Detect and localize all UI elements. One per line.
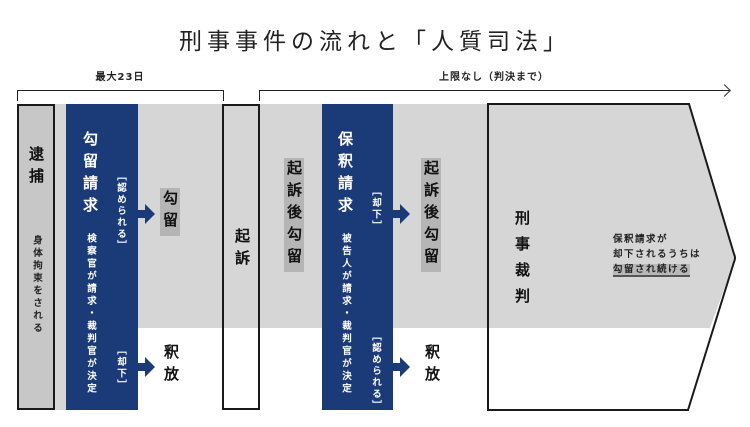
post-indictment-bracket: [259, 90, 730, 101]
release-2-label: 釈放: [423, 344, 441, 388]
bail-request-box: [322, 104, 393, 410]
trial-note: 保釈請求が 却下されるうちは 勾留され続ける: [613, 232, 701, 277]
post-indictment-detention-result-label: 起訴後勾留: [421, 158, 441, 272]
bail-approved-label: ［認められる］: [370, 331, 381, 412]
bail-request-sub-label: 被告人が請求・裁判官が決定: [340, 233, 351, 396]
detention-rejected-label: ［却下］: [115, 345, 126, 391]
detention-request-label: 勾留請求: [81, 131, 99, 219]
bail-approved-arrow-icon: [392, 357, 410, 377]
diagram-title: 刑事事件の流れと「人質司法」: [179, 29, 571, 55]
arrest-sub-label: 身体拘束をされる: [31, 235, 42, 335]
arrest-box: [17, 104, 55, 410]
arrest-label: 逮捕: [27, 146, 45, 190]
post-indictment-detention-label: 起訴後勾留: [284, 158, 304, 272]
pre-indictment-bracket: [17, 90, 224, 101]
detention-result-label: 勾留: [160, 188, 180, 236]
bail-request-label: 保釈請求: [336, 131, 354, 219]
trial-note-line-2: 却下されるうちは: [613, 249, 702, 260]
pre-indictment-duration-label: 最大23日: [95, 72, 145, 83]
bail-rejected-label: ［却下］: [370, 186, 381, 232]
approved-arrow-icon: [137, 204, 155, 224]
bail-rejected-arrow-icon: [392, 204, 410, 224]
release-1-label: 釈放: [162, 344, 180, 388]
rejected-arrow-icon: [137, 357, 155, 377]
trial-note-emphasis: 勾留され続ける: [613, 264, 691, 277]
trial-label: 刑事裁判: [513, 210, 531, 314]
detention-request-sub-label: 検察官が請求・裁判官が決定: [85, 233, 96, 396]
detention-approved-label: ［認められる］: [115, 171, 126, 252]
post-indictment-duration-label: 上限なし（判決まで）: [439, 72, 549, 83]
detention-request-box: [66, 104, 138, 410]
indictment-label: 起訴: [233, 228, 251, 272]
trial-note-line-1: 保釈請求が: [613, 234, 669, 245]
indictment-box: [222, 104, 260, 410]
detention-band-strip: [55, 328, 67, 410]
